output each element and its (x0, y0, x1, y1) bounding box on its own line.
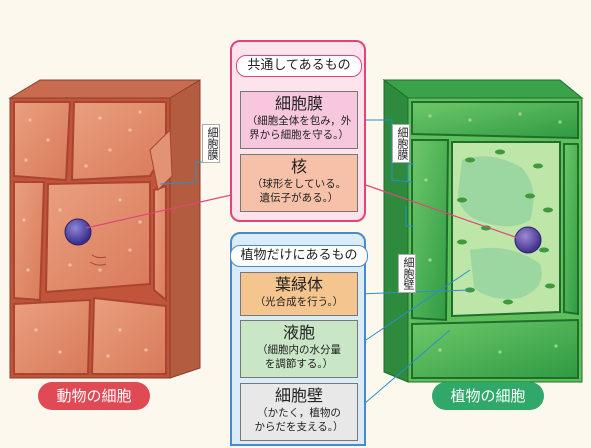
vacuole-box: 液胞 （細胞内の水分量 を調節する。） (240, 320, 358, 378)
plant-wall-label: 細胞壁 (398, 254, 416, 293)
nucleus-desc-2: 遺伝子がある。） (241, 191, 357, 205)
animal-cell-caption: 動物の細胞 (38, 382, 150, 410)
chloroplast-box: 葉緑体 （光合成を行う。） (240, 272, 358, 316)
animal-cell-block (10, 80, 200, 378)
chloroplast-title: 葉緑体 (241, 275, 357, 295)
membrane-desc-2: 界から細胞を守る。） (241, 128, 357, 142)
wall-desc-2: からだを支える。） (241, 420, 357, 434)
plant-cell-block (384, 80, 582, 382)
vacuole-title: 液胞 (241, 323, 357, 343)
chloroplast-desc-1: （光合成を行う。） (241, 295, 357, 309)
common-heading: 共通してあるもの (236, 55, 362, 77)
vacuole-desc-1: （細胞内の水分量 (241, 343, 357, 357)
wall-title: 細胞壁 (241, 386, 357, 406)
membrane-desc-1: （細胞全体を包み，外 (241, 114, 357, 128)
vacuole-desc-2: を調節する。） (241, 357, 357, 371)
nucleus-title: 核 (241, 157, 357, 177)
plant-cell-caption: 植物の細胞 (432, 382, 544, 410)
nucleus-desc-1: （球形をしている。 (241, 177, 357, 191)
wall-box: 細胞壁 （かたく，植物の からだを支える。） (240, 383, 358, 441)
plant-membrane-label: 細胞膜 (392, 124, 410, 163)
wall-desc-1: （かたく，植物の (241, 406, 357, 420)
nucleus-box: 核 （球形をしている。 遺伝子がある。） (240, 154, 358, 212)
plant-only-heading: 植物だけにあるもの (230, 245, 368, 267)
membrane-box: 細胞膜 （細胞全体を包み，外 界から細胞を守る。） (240, 91, 358, 149)
membrane-title: 細胞膜 (241, 94, 357, 114)
animal-membrane-label: 細胞膜 (202, 124, 220, 163)
